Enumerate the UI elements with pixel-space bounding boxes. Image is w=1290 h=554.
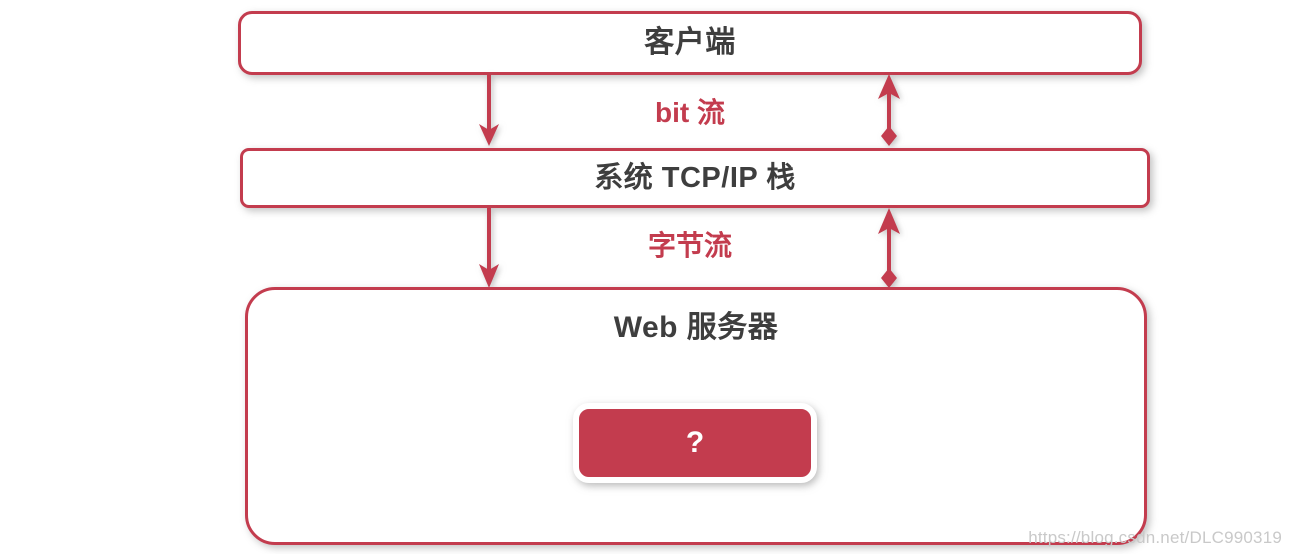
node-client-label: 客户端 [644,26,736,59]
node-tcpip-stack-label: 系统 TCP/IP 栈 [594,161,796,194]
node-web-server-label: Web 服务器 [613,311,779,344]
watermark-text: https://blog.csdn.net/DLC990319 [1028,528,1282,547]
node-web-server: Web 服务器 ? [245,287,1147,545]
node-client: 客户端 [238,11,1142,75]
unknown-component-block: ? [573,403,817,483]
arrow-up-webserver-to-tcpip [878,208,900,288]
arrow-down-client-to-tcpip [479,74,499,146]
arrow-up-tcpip-to-client [878,74,900,146]
flow-label-byte-stream: 字节流 [647,230,732,261]
flow-label-bit-stream: bit 流 [655,97,725,128]
node-tcpip-stack: 系统 TCP/IP 栈 [240,148,1150,208]
question-mark-icon: ? [685,426,705,459]
arrow-down-tcpip-to-webserver [479,208,499,288]
